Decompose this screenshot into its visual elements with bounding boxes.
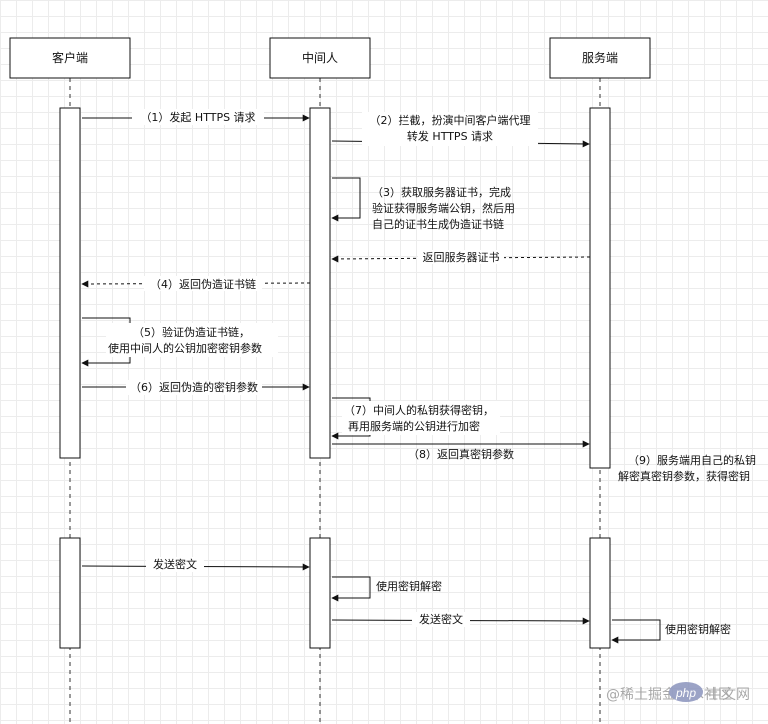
message-2-label-line2: 转发 HTTPS 请求	[407, 129, 493, 143]
message-5-label-line2: 使用中间人的公钥加密密钥参数	[108, 341, 262, 355]
php-logo-text: php	[675, 686, 696, 700]
client-activation-1	[59, 107, 81, 459]
mitm-actor-box[interactable]: 中间人	[269, 37, 371, 79]
mitm-activation-1	[309, 107, 331, 459]
message-return-cert-label: 返回服务器证书	[423, 251, 500, 264]
decrypt-2-label: 使用密钥解密	[665, 622, 731, 636]
server-actor-label: 服务端	[582, 50, 618, 65]
message-7-label-line2: 再用服务端的公钥进行加密	[348, 419, 480, 433]
message-8-label: （8）返回真密钥参数	[408, 447, 514, 461]
mitm-activation-2	[309, 537, 331, 649]
message-3-label-line2: 验证获得服务端公钥，然后用	[372, 201, 515, 215]
server-actor-box[interactable]: 服务端	[549, 37, 651, 79]
arrow-3-self	[331, 177, 361, 222]
client-actor-box[interactable]: 客户端	[9, 37, 131, 79]
message-6-label: （6）返回伪造的密钥参数	[130, 380, 258, 394]
mitm-actor-label: 中间人	[302, 50, 338, 65]
arrow-return-cert	[331, 255, 591, 263]
message-5-label-line1: （5）验证伪造证书链，	[133, 325, 250, 339]
message-9-label-line2: 解密真密钥参数，获得密钥	[618, 469, 750, 483]
send-cipher-2-label: 发送密文	[419, 612, 463, 626]
server-activation-1	[589, 107, 611, 469]
message-9-label-line1: （9）服务端用自己的私钥	[628, 453, 756, 467]
message-2-label-line1: （2）拦截，扮演中间客户端代理	[370, 113, 531, 127]
client-actor-label: 客户端	[52, 50, 88, 65]
server-activation-2	[589, 537, 611, 649]
watermark-right-text: 中文网	[708, 687, 750, 703]
message-7-label-line1: （7）中间人的私钥获得密钥，	[344, 403, 494, 417]
send-cipher-1-label: 发送密文	[153, 557, 197, 571]
message-3-label-line1: （3）获取服务器证书，完成	[372, 185, 511, 199]
arrow-decrypt-2-self	[611, 619, 661, 644]
php-logo-icon	[669, 682, 703, 702]
message-4-label: （4）返回伪造证书链	[150, 277, 256, 291]
message-1-label: （1）发起 HTTPS 请求	[140, 110, 255, 124]
watermark: @稀土掘金技术社区 php 中文网	[606, 682, 750, 703]
client-activation-2	[59, 537, 81, 649]
decrypt-1-label: 使用密钥解密	[376, 579, 442, 593]
arrow-decrypt-1-self	[331, 576, 371, 602]
message-3-label-line3: 自己的证书生成伪造证书链	[372, 217, 504, 231]
